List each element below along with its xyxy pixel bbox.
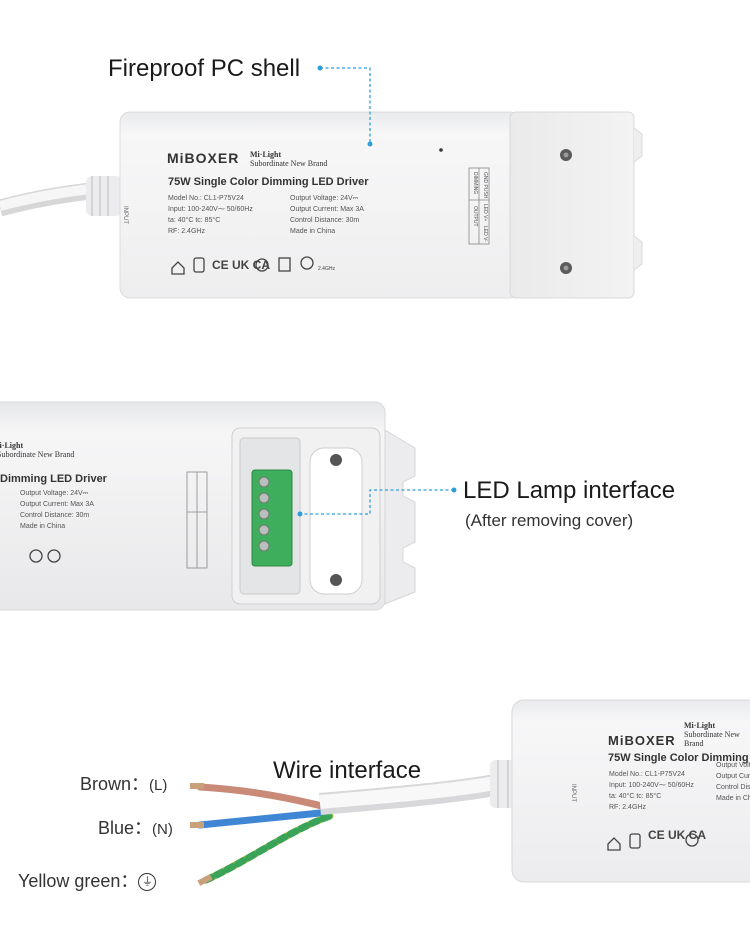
- bottom-ta-tc: ta: 40°C tc: 85°C: [609, 793, 662, 800]
- bottom-sub-brand-name: Mi·Light: [684, 721, 716, 730]
- middle-control-distance: Control Distance: 30m: [20, 512, 90, 519]
- top-spec-left: Model No.: CL1-P75V24 Input: 100-240V⁓ 5…: [168, 193, 253, 237]
- top-dimming-tag: DIMMING: [472, 172, 478, 195]
- top-spec-right: Output Voltage: 24V⎓ Output Current: Max…: [290, 193, 364, 237]
- bottom-spec-left: Model No.: CL1-P75V24 Input: 100-240V⁓ 5…: [609, 769, 694, 813]
- callout-shell-leader: [317, 65, 373, 147]
- wire-label-yellow-green: Yellow green：⏚: [18, 867, 157, 893]
- top-made-in: Made in China: [290, 228, 336, 235]
- callout-lamp-leader: [297, 487, 457, 517]
- top-model: Model No.: CL1-P75V24: [168, 195, 244, 202]
- middle-sub-brand: Mi·Light Subordinate New Brand: [0, 441, 74, 459]
- top-cert-icons: [171, 256, 314, 275]
- bottom-driver-photo: [190, 699, 750, 886]
- bottom-out-voltage: Output Volta: [716, 762, 750, 769]
- ground-icon: ⏚: [138, 873, 157, 892]
- top-output-tag: OUTPUT: [472, 206, 478, 227]
- bottom-model: Model No.: CL1-P75V24: [609, 771, 685, 778]
- top-gnd-tag: GND PUSH: [482, 172, 488, 199]
- bottom-rf: RF: 2.4GHz: [609, 804, 646, 811]
- top-sub-brand-tag: Subordinate New Brand: [250, 159, 328, 168]
- wire-blue-name: Blue：: [98, 818, 153, 838]
- callout-lamp-subtext: (After removing cover): [465, 511, 634, 530]
- top-ta-tc: ta: 40°C tc: 85°C: [168, 217, 221, 224]
- bottom-sub-brand-tag: Subordinate New Brand: [684, 730, 740, 748]
- middle-product-title: Dimming LED Driver: [0, 473, 107, 485]
- middle-sub-brand-name: Mi·Light: [0, 441, 24, 450]
- wire-brown-code: (L): [149, 777, 168, 794]
- top-brand: MiBOXER: [167, 150, 240, 166]
- wire-label-brown: Brown：(L): [80, 770, 167, 796]
- top-input-tag: INPUT: [122, 206, 128, 224]
- wire-yellow-name: Yellow green：: [18, 871, 139, 891]
- bottom-product-title: 75W Single Color Dimming LE: [608, 752, 750, 764]
- top-freq-label: 2.4GHz: [318, 266, 335, 272]
- bottom-sub-brand: Mi·Light Subordinate New Brand: [684, 721, 750, 748]
- top-control-distance: Control Distance: 30m: [290, 217, 360, 224]
- middle-driver-photo: [0, 401, 416, 611]
- top-sub-brand-name: Mi·Light: [250, 150, 282, 159]
- bottom-made-in: Made in Chin: [716, 795, 750, 802]
- top-strain-relief: [86, 176, 122, 216]
- top-driver-photo: [0, 111, 643, 299]
- wire-blue-code: (N): [152, 821, 173, 838]
- bottom-cert-text: CE UK CA: [648, 828, 707, 842]
- top-input: Input: 100-240V⁓ 50/60Hz: [168, 206, 253, 213]
- middle-sub-brand-tag: Subordinate New Brand: [0, 450, 75, 459]
- middle-out-current: Output Current: Max 3A: [20, 501, 94, 508]
- bottom-spec-right: Output Volta Output Curre Control Dista …: [716, 760, 750, 804]
- bottom-control-distance: Control Dista: [716, 784, 750, 791]
- top-product-title: 75W Single Color Dimming LED Driver: [168, 176, 369, 188]
- callout-led-lamp-interface: LED Lamp interface: [463, 477, 676, 504]
- callout-wire-interface: Wire interface: [273, 757, 422, 784]
- callout-fireproof-shell: Fireproof PC shell: [108, 55, 301, 82]
- bottom-input-tag: INPUT: [570, 784, 576, 802]
- top-rf: RF: 2.4GHz: [168, 228, 205, 235]
- bottom-input: Input: 100-240V⁓ 50/60Hz: [609, 782, 694, 789]
- top-out-voltage: Output Voltage: 24V⎓: [290, 195, 359, 202]
- top-led-minus: LED V-: [482, 226, 488, 242]
- top-led-plus: LED V+: [482, 204, 488, 222]
- wire-label-blue: Blue：(N): [98, 814, 173, 840]
- middle-made-in: Made in China: [20, 523, 66, 530]
- wire-brown-name: Brown：: [80, 774, 150, 794]
- middle-spec: Output Voltage: 24V⎓ Output Current: Max…: [20, 488, 94, 532]
- bottom-out-current: Output Curre: [716, 773, 750, 780]
- bottom-brand: MiBOXER: [608, 733, 676, 748]
- top-cert-text: CE UK CA: [212, 258, 271, 272]
- top-out-current: Output Current: Max 3A: [290, 206, 364, 213]
- middle-out-voltage: Output Voltage: 24V⎓: [20, 490, 89, 497]
- top-sub-brand: Mi·Light Subordinate New Brand: [250, 150, 327, 168]
